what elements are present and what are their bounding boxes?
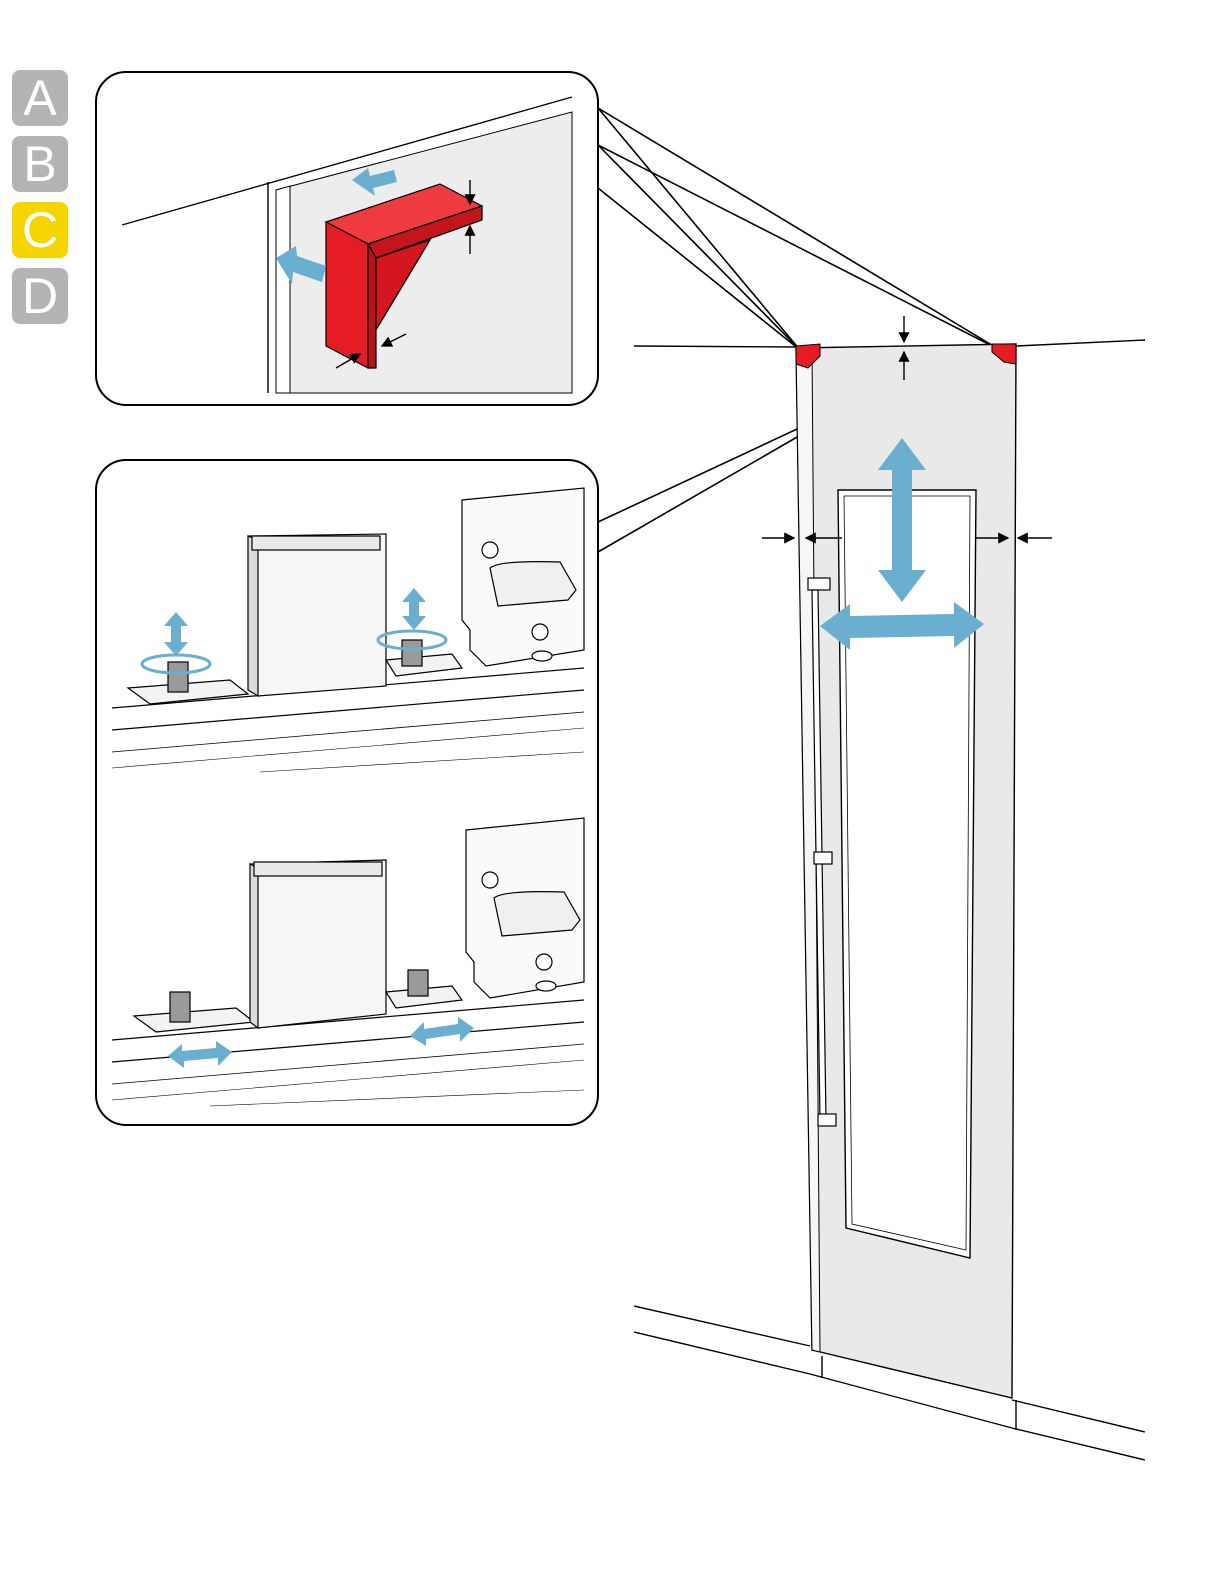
bracket-detail-panel <box>96 72 598 405</box>
hinge-detail-panel <box>96 460 598 1125</box>
